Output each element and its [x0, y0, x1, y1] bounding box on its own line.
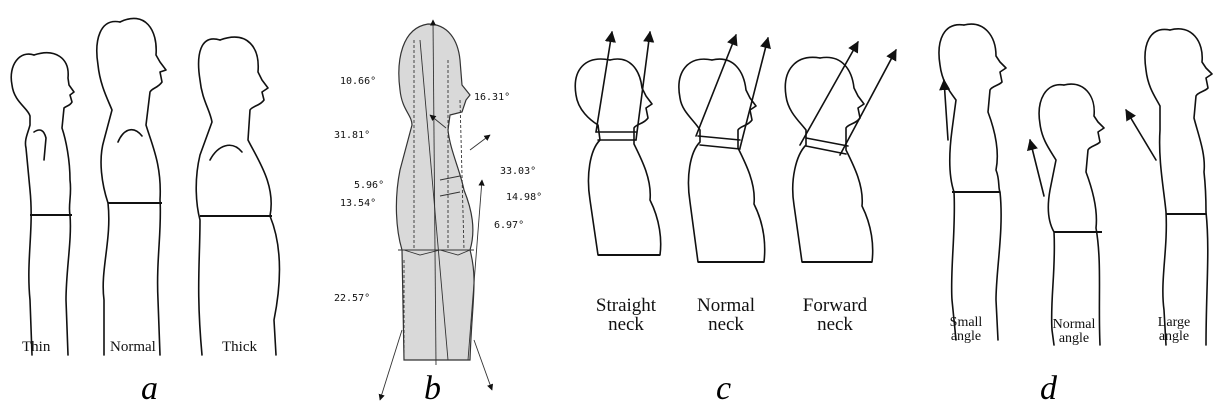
silhouette-normal: [97, 18, 166, 355]
label-thin: Thin: [22, 340, 50, 355]
angle-label-1: 10.66°: [340, 76, 376, 87]
angle-label-7: 13.54°: [340, 198, 376, 209]
figure-straight-neck: [575, 32, 660, 255]
angle-label-2: 16.31°: [474, 92, 510, 103]
figure-large-angle: [1126, 29, 1212, 345]
figure-forward-neck: [785, 42, 896, 262]
panel-b-angle-diagram: [380, 20, 492, 400]
label-thick: Thick: [222, 340, 257, 355]
angle-label-3: 31.81°: [334, 130, 370, 141]
figure-normal-neck: [679, 35, 768, 262]
label-large-angle: Large angle: [1144, 316, 1204, 344]
label-normal: Normal: [110, 340, 156, 355]
panel-letter-d: d: [1040, 370, 1057, 408]
panel-letter-c: c: [716, 370, 731, 408]
angle-label-4: 33.03°: [500, 166, 536, 177]
label-small-angle: Small angle: [936, 316, 996, 344]
angle-label-8: 6.97°: [494, 220, 524, 231]
panel-d-angle-diagrams: [939, 24, 1212, 345]
silhouette-thick: [196, 37, 279, 355]
figure-normal-angle: [1030, 84, 1104, 345]
label-straight-neck: Straight neck: [586, 296, 666, 334]
figure-small-angle: [939, 24, 1006, 340]
angle-label-5: 5.96°: [354, 180, 384, 191]
panel-letter-a: a: [141, 370, 158, 408]
angle-label-9: 22.57°: [334, 293, 370, 304]
label-forward-neck: Forward neck: [790, 296, 880, 334]
panel-c-neck-diagrams: [575, 32, 896, 262]
silhouette-thin: [11, 53, 74, 355]
label-normal-angle: Normal angle: [1044, 318, 1104, 346]
panel-letter-b: b: [424, 370, 441, 408]
label-normal-neck: Normal neck: [686, 296, 766, 334]
panel-a-silhouettes: [11, 18, 279, 355]
angle-label-6: 14.98°: [506, 192, 542, 203]
